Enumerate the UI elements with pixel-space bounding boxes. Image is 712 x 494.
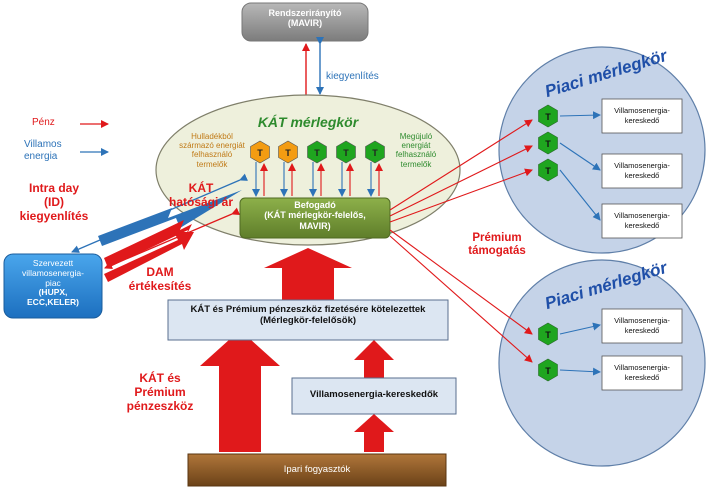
trader-label: Villamosenergia-kereskedő [614, 363, 670, 382]
producer-arrows [252, 162, 383, 197]
trader-hexagon-label: T [545, 330, 551, 340]
arrow-up-to-befogado [264, 248, 352, 300]
kat-premium-obliged-label: KÁT és Prémium pénzeszköz fizetésére köt… [190, 304, 426, 326]
producer-hexagon: T [336, 140, 356, 164]
producer-label: T [285, 148, 291, 158]
kiegyenlites-label: kiegyenlítés [326, 71, 379, 82]
piaci-merlegkor-circle-top [498, 46, 706, 254]
trader-label: Villamosenergia-kereskedő [614, 316, 670, 335]
trader-energy-arrow [559, 322, 601, 335]
trader-row: T Villamosenergia-kereskedő [538, 308, 683, 346]
arrow-dam-sales [104, 232, 194, 282]
trader-energy-arrow [559, 111, 601, 120]
trader-hexagon-label: T [545, 366, 551, 376]
trader-row: T Villamosenergia-kereskedő [538, 98, 683, 134]
producer-hexagon: T [250, 140, 270, 164]
befogado-box [239, 197, 391, 239]
ipari-fogyasztok-label: Ipari fogyasztók [283, 464, 351, 475]
kat-premium-obliged-box [167, 299, 449, 341]
trader-box [601, 355, 683, 391]
trader-energy-arrow [559, 367, 601, 376]
trader-hexagon: T [538, 104, 558, 128]
villamosenergia-kereskedok-box [291, 377, 457, 415]
arrow-dam-money [104, 220, 192, 268]
intraday-label: Intra day(ID)kiegyenlítés [19, 181, 89, 223]
kat-merlegkor-title: KÁT mérlegkör [257, 114, 359, 130]
trader-row: T Villamosenergia-kereskedő [538, 131, 683, 189]
trader-label: Villamosenergia-kereskedő [614, 161, 670, 180]
trader-hexagon: T [538, 131, 558, 155]
ipari-fogyasztok-box [187, 453, 447, 487]
premium-arrows [389, 119, 533, 363]
trader-box [601, 98, 683, 134]
trader-energy-arrow [559, 169, 601, 221]
arrow-up-kat-premium [200, 330, 280, 452]
producer-label: T [257, 148, 263, 158]
trader-hexagon-label: T [545, 112, 551, 122]
trader-hexagon: T [538, 158, 558, 182]
trader-hexagon: T [538, 322, 558, 346]
szervezett-piac-box [3, 253, 103, 319]
trader-hexagon-label: T [545, 139, 551, 149]
producer-label: T [314, 148, 320, 158]
producer-hexagon: T [365, 140, 385, 164]
trader-energy-arrow [559, 142, 601, 171]
trader-label: Villamosenergia-kereskedő [614, 211, 670, 230]
befogado-label: Befogadó(KÁT mérlegkör-felelős,MAVIR) [264, 200, 366, 231]
arrow-energy-to-market [98, 190, 242, 246]
mavir-box [241, 2, 369, 42]
trader-row: T Villamosenergia-kereskedő [538, 158, 683, 239]
mavir-label: Rendszerirányító(MAVIR) [268, 8, 342, 29]
trader-hexagon: T [538, 358, 558, 382]
trader-hexagon-label: T [545, 166, 551, 176]
trader-row: T Villamosenergia-kereskedő [538, 355, 683, 391]
trader-box [601, 308, 683, 344]
arrow-up-kereskedok-2 [354, 414, 394, 452]
legend-penz: Pénz [32, 117, 55, 128]
producer-label: T [372, 148, 378, 158]
trader-box [601, 203, 683, 239]
market-top-group: TVillamosenergia-kereskedőTVillamosenerg… [538, 98, 683, 239]
villamosenergia-kereskedok-label: Villamosenergia-kereskedők [309, 389, 439, 400]
producer-label: T [343, 148, 349, 158]
trader-box [601, 153, 683, 189]
trader-label: Villamosenergia-kereskedő [614, 106, 670, 125]
arrow-up-kereskedok-1 [354, 340, 394, 378]
producer-hexagon: T [307, 140, 327, 164]
producer-hexagon: T [278, 140, 298, 164]
